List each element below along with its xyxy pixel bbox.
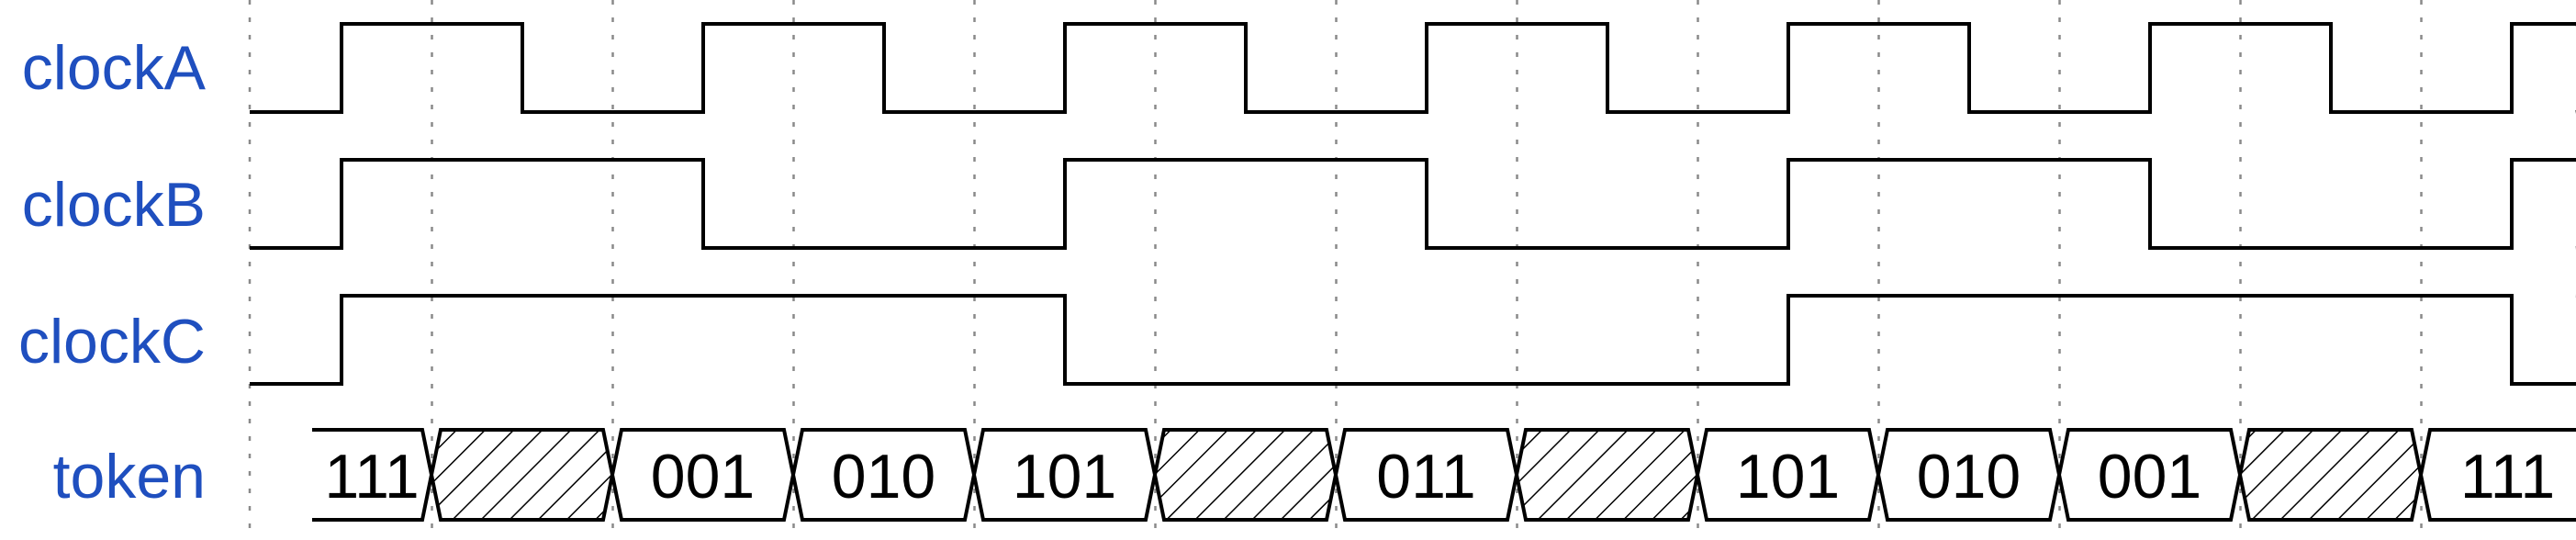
signal-label-token: token bbox=[53, 442, 206, 512]
signal-label-clockA: clockA bbox=[22, 33, 207, 103]
waveform-clockA bbox=[250, 22, 2576, 114]
token-value: 010 bbox=[1917, 442, 2021, 512]
token-value: 101 bbox=[1736, 442, 1840, 512]
token-value: 001 bbox=[651, 442, 755, 512]
token-segment bbox=[1333, 428, 1519, 522]
token-segment-invalid bbox=[1152, 428, 1338, 522]
token-value: 111 bbox=[324, 442, 419, 512]
token-segment bbox=[1876, 428, 2062, 522]
token-segment bbox=[971, 428, 1158, 522]
token-segment-invalid bbox=[429, 428, 615, 522]
token-segment bbox=[610, 428, 796, 522]
token-value: 111 bbox=[2460, 442, 2555, 512]
token-segment bbox=[2418, 428, 2576, 522]
token-segment bbox=[2056, 428, 2243, 522]
token-value: 001 bbox=[2098, 442, 2201, 512]
waveform-clockC bbox=[250, 294, 2576, 386]
time-gridlines bbox=[248, 0, 2423, 540]
signal-label-clockB: clockB bbox=[22, 170, 206, 240]
token-segment-invalid bbox=[2237, 428, 2424, 522]
token-value: 010 bbox=[832, 442, 935, 512]
token-value: 011 bbox=[1376, 442, 1475, 512]
token-bus: 111 001 010 101 011 101 010 001 111 bbox=[312, 428, 2576, 522]
signal-label-clockC: clockC bbox=[18, 307, 206, 377]
token-segment bbox=[790, 428, 977, 522]
token-segment bbox=[1695, 428, 1881, 522]
token-value: 101 bbox=[1013, 442, 1116, 512]
waveform-clockB bbox=[250, 158, 2576, 250]
waveforms bbox=[250, 22, 2576, 386]
token-segment-invalid bbox=[1514, 428, 1700, 522]
